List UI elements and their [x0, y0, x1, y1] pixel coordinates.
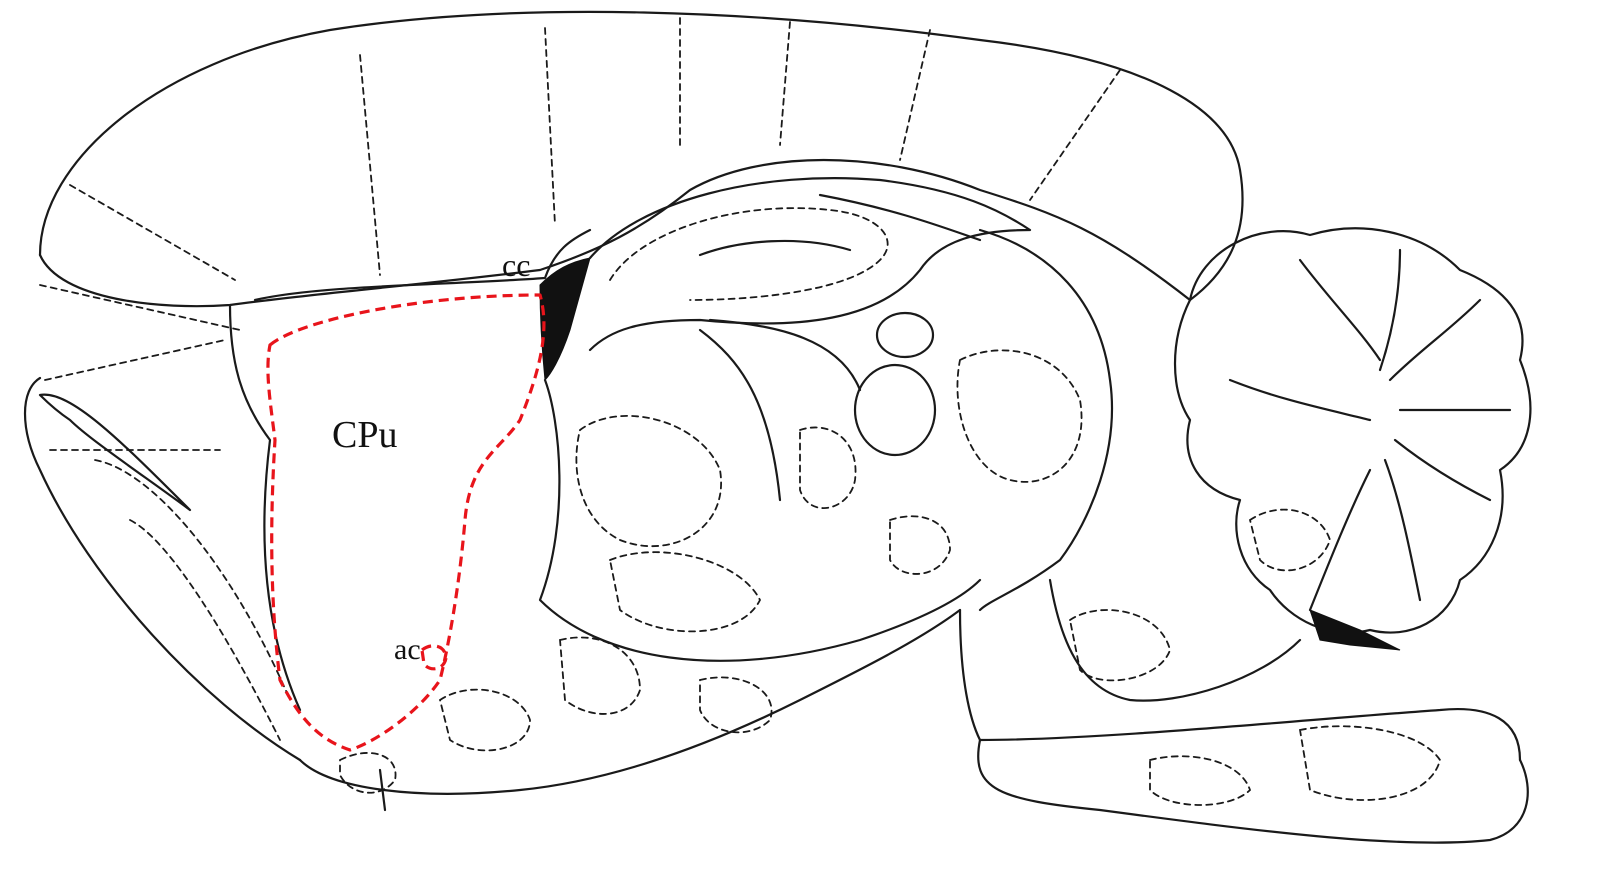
label-cpu: CPu [332, 414, 397, 456]
cortex-outline [40, 12, 1243, 300]
olfactory-layer-2 [130, 520, 280, 740]
olfactory-bulb-outer [25, 378, 300, 760]
olfactory-layer-1 [95, 460, 290, 700]
fimbria [820, 195, 980, 240]
cerebellum-outline [1175, 228, 1530, 632]
thalamic-nucleus-3 [800, 427, 856, 508]
olfactory-bulb-inner [40, 395, 190, 510]
ventral-nucleus-1 [440, 690, 530, 751]
corpus-callosum-upper [230, 305, 300, 710]
brainstem-ventral [978, 740, 1528, 843]
cpu-region-outline [268, 295, 544, 750]
cerebellar-folia [1230, 250, 1510, 610]
habenula [877, 313, 933, 357]
lateral-ventricle [540, 258, 590, 380]
stria-medullaris [710, 320, 860, 390]
internal-capsule-curve [700, 330, 780, 500]
label-cc: cc [502, 247, 530, 283]
cerebellar-nucleus [1250, 510, 1330, 571]
medulla-nucleus-2 [1150, 756, 1250, 805]
thalamic-nucleus-1 [576, 416, 721, 546]
cortex-inner-boundary [40, 160, 1190, 306]
thalamus-outline [540, 380, 980, 661]
fourth-ventricle [1310, 610, 1400, 650]
brainstem-dorsal [960, 610, 1520, 760]
hippocampus-dentate [610, 208, 888, 300]
medulla-nucleus-1 [1300, 726, 1440, 800]
pontine-nucleus [1070, 610, 1170, 680]
thalamic-nucleus-2 [957, 350, 1081, 482]
hippocampus-outline [590, 178, 1030, 350]
ac-region-outline [422, 646, 446, 669]
hippocampus-fissure [700, 241, 850, 255]
thalamic-nucleus-5 [610, 552, 760, 631]
midbrain-dorsal-outline [980, 230, 1112, 610]
ventral-nucleus-3 [700, 677, 772, 732]
thalamic-nucleus-4 [890, 516, 950, 574]
pretectal-nucleus [855, 365, 935, 455]
label-ac: ac [394, 633, 421, 666]
pons-outline [1050, 580, 1300, 701]
